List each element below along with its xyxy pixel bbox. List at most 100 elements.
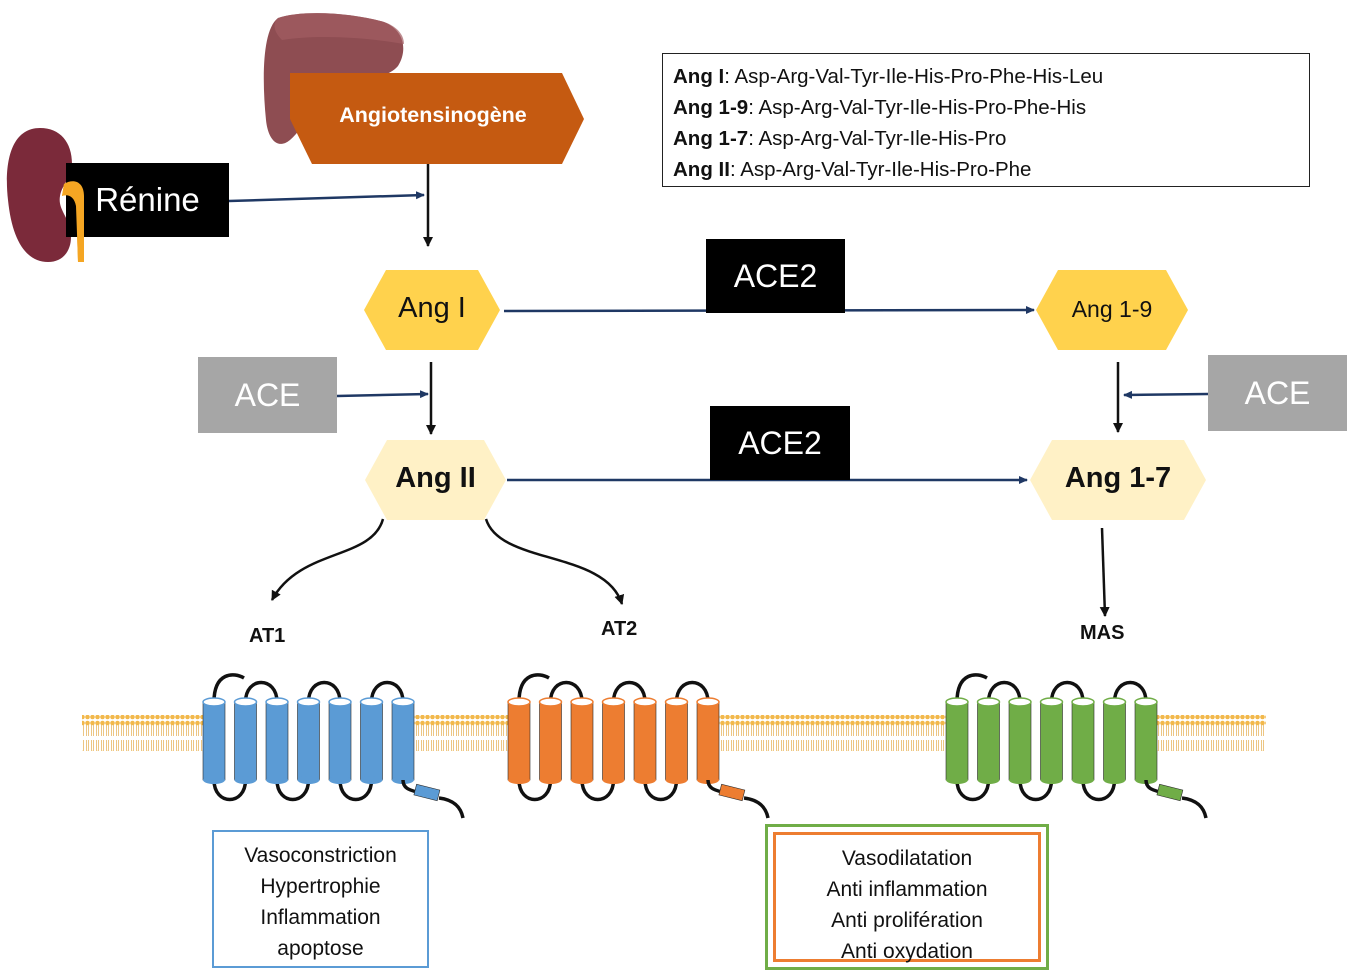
c-terminus-tail bbox=[438, 796, 465, 819]
legend-row: Ang 1-7: Asp-Arg-Val-Tyr-Ile-His-Pro bbox=[673, 123, 1299, 154]
membrane-segment bbox=[82, 715, 204, 751]
at1-label: AT1 bbox=[249, 625, 286, 647]
intracellular-loop bbox=[517, 779, 553, 802]
helix-cap bbox=[633, 697, 657, 707]
helix-base bbox=[297, 776, 320, 784]
transmembrane-helix bbox=[665, 701, 688, 781]
legend-sequence: : Asp-Arg-Val-Tyr-Ile-His-Pro-Phe bbox=[729, 158, 1032, 181]
helix-base bbox=[602, 776, 625, 784]
ang-ii-to-at1-arrow bbox=[270, 518, 385, 601]
renin-arrow bbox=[228, 191, 425, 203]
transmembrane-helix bbox=[1071, 701, 1095, 781]
legend-name: Ang II bbox=[673, 158, 730, 181]
helix-cap bbox=[696, 697, 720, 707]
ang-1-7-hexagon bbox=[1030, 440, 1206, 520]
helix-cap bbox=[391, 697, 415, 707]
protective-effects-box: Vasodilatation Anti inflammation Anti pr… bbox=[773, 832, 1041, 963]
extracellular-loop bbox=[1049, 680, 1085, 703]
helix-cap bbox=[359, 697, 384, 707]
helix-base bbox=[1103, 776, 1126, 784]
renin-box: Rénine bbox=[66, 163, 229, 237]
ang-1-7-to-mas-arrow bbox=[1099, 527, 1110, 617]
legend-sequence: : Asp-Arg-Val-Tyr-Ile-His-Pro bbox=[748, 127, 1007, 150]
ace-left-label: ACE bbox=[234, 376, 301, 413]
at2-label: AT2 bbox=[601, 618, 638, 640]
ace-right-arrow bbox=[1123, 390, 1209, 399]
legend-row: Ang I: Asp-Arg-Val-Tyr-Ile-His-Pro-Phe-H… bbox=[673, 61, 1299, 92]
helix-cap bbox=[601, 697, 626, 707]
transmembrane-helix bbox=[234, 701, 257, 781]
transmembrane-helix bbox=[297, 701, 320, 781]
effect-item: Anti inflammation bbox=[826, 878, 988, 901]
transmembrane-helix bbox=[1008, 701, 1032, 781]
extracellular-loop bbox=[611, 680, 647, 703]
extracellular-loop bbox=[674, 680, 710, 703]
helix-base bbox=[634, 776, 656, 784]
transmembrane-helix bbox=[328, 701, 352, 781]
extracellular-loop bbox=[1112, 680, 1148, 703]
intracellular-loop bbox=[1081, 779, 1117, 802]
transmembrane-helix bbox=[539, 701, 562, 781]
helix-cap bbox=[664, 697, 689, 707]
ang-1-7-label: Ang 1-7 bbox=[1064, 462, 1172, 494]
transmembrane-helix bbox=[945, 701, 969, 781]
helix-cap bbox=[296, 697, 321, 707]
at1-receptor bbox=[202, 673, 465, 819]
renin-label: Rénine bbox=[95, 181, 200, 218]
transmembrane-helix bbox=[633, 701, 657, 781]
sequence-legend: Ang I: Asp-Arg-Val-Tyr-Ile-His-Pro-Phe-H… bbox=[662, 53, 1310, 187]
helix-base bbox=[234, 776, 257, 784]
at2-receptor bbox=[507, 673, 770, 819]
ang-ii-label: Ang II bbox=[395, 462, 476, 494]
legend-sequence: : Asp-Arg-Val-Tyr-Ile-His-Pro-Phe-His bbox=[748, 96, 1087, 119]
helix-base bbox=[539, 776, 562, 784]
helix-cap bbox=[1008, 697, 1032, 707]
transmembrane-helix bbox=[977, 701, 1000, 781]
helix-base bbox=[946, 776, 968, 784]
ang-ii-hexagon bbox=[365, 440, 506, 520]
transmembrane-helix bbox=[602, 701, 625, 781]
membrane-segment bbox=[402, 715, 510, 751]
helix-base bbox=[665, 776, 688, 784]
extracellular-loop bbox=[306, 680, 342, 703]
helix-cap bbox=[570, 697, 594, 707]
ace-left-arrow bbox=[336, 390, 429, 399]
helix-base bbox=[571, 776, 593, 784]
helix-base bbox=[203, 776, 225, 784]
c-terminus-tail bbox=[1181, 796, 1208, 819]
ang-i-label: Ang I bbox=[398, 292, 466, 324]
c-terminal-segment bbox=[1156, 783, 1184, 802]
helix-cap bbox=[265, 697, 289, 707]
transmembrane-helix bbox=[360, 701, 383, 781]
ace2-top-label: ACE2 bbox=[733, 257, 818, 294]
intracellular-loop bbox=[338, 779, 374, 802]
c-terminal-segment bbox=[718, 783, 746, 802]
ang-i-hexagon bbox=[364, 270, 500, 350]
transmembrane-helix bbox=[507, 701, 531, 781]
helix-base bbox=[360, 776, 383, 784]
effect-item: Anti oxydation bbox=[841, 940, 973, 963]
ace2-bottom-label: ACE2 bbox=[738, 424, 822, 461]
transmembrane-helix bbox=[202, 701, 226, 781]
ace-right-label: ACE bbox=[1244, 374, 1311, 411]
legend-sequence: : Asp-Arg-Val-Tyr-Ile-His-Pro-Phe-His-Le… bbox=[724, 65, 1104, 88]
intracellular-loop bbox=[955, 779, 991, 802]
helix-cap bbox=[945, 697, 969, 707]
effect-item: Vasodilatation bbox=[841, 847, 973, 870]
at1-effects-box: Vasoconstriction Hypertrophie Inflammati… bbox=[212, 830, 429, 968]
ace2-top-box: ACE2 bbox=[706, 239, 845, 313]
helix-cap bbox=[233, 697, 258, 707]
mas-receptor bbox=[945, 673, 1208, 819]
transmembrane-helix bbox=[1103, 701, 1126, 781]
transmembrane-helix bbox=[265, 701, 289, 781]
c-terminus-tail bbox=[743, 796, 770, 819]
ace-right-box: ACE bbox=[1208, 355, 1347, 431]
helix-base bbox=[266, 776, 288, 784]
helix-cap bbox=[1102, 697, 1127, 707]
transmembrane-helix bbox=[570, 701, 594, 781]
angiotensinogen-shape bbox=[290, 73, 584, 164]
helix-cap bbox=[202, 697, 226, 707]
legend-row: Ang II: Asp-Arg-Val-Tyr-Ile-His-Pro-Phe bbox=[673, 154, 1299, 185]
helix-cap bbox=[1071, 697, 1095, 707]
